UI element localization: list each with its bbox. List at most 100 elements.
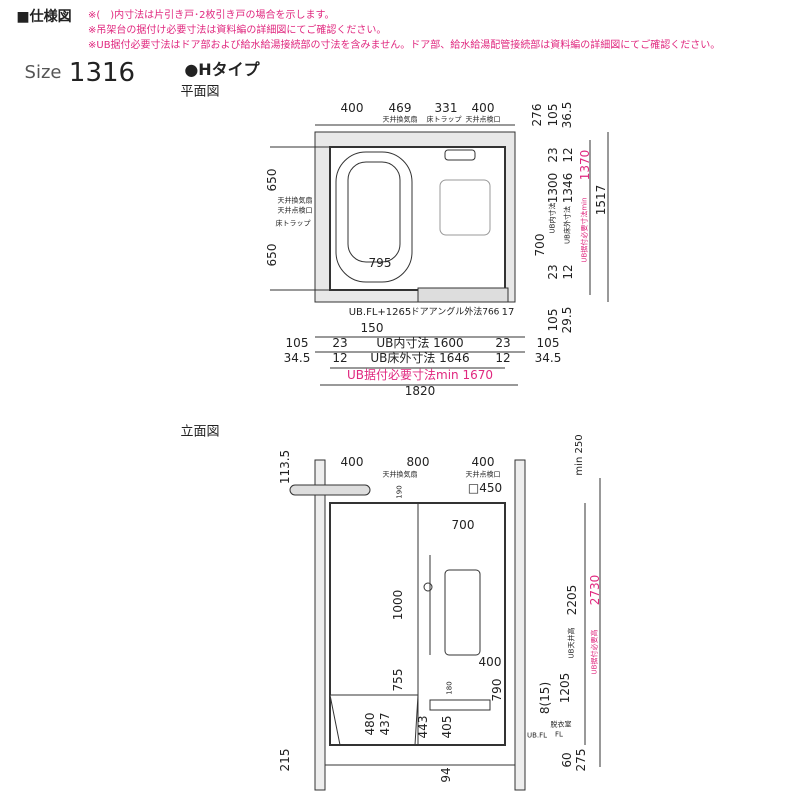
dim: 650 (265, 243, 279, 267)
dim: 1820 (404, 384, 436, 398)
dim: 180 (445, 681, 454, 695)
size-value: 1316 (68, 58, 136, 88)
label: 床トラップ (426, 115, 462, 124)
page-title: ■仕様図 (16, 9, 72, 25)
plan-shelf (444, 149, 476, 161)
dim: 105 (546, 103, 560, 127)
elev-vent-duct (289, 484, 371, 496)
dim: 1346 (561, 172, 575, 204)
dim: 36.5 (560, 101, 574, 129)
label: UB据付必要高 (590, 629, 599, 675)
dim: 105 (285, 336, 309, 350)
note-2: ※吊架台の据付け必要寸法は資料編の詳細図にてご確認ください。 (88, 25, 387, 36)
dim: UB床外寸法 1646 (370, 351, 470, 365)
plan-door (417, 287, 509, 303)
dim: 755 (391, 668, 405, 692)
plan-bathtub (335, 151, 413, 283)
dim: 105 (546, 308, 560, 332)
note-1: ※( )内寸法は片引き戸･2枚引き戸の場合を示します。 (88, 10, 335, 21)
dim: 94 (439, 767, 453, 783)
plan-bathtub-inner (347, 161, 401, 263)
dim: 400 (471, 455, 495, 469)
label: UB内寸法 (548, 202, 557, 234)
dim: 23 (332, 336, 348, 350)
label: FL (555, 730, 563, 739)
dim: 1300 (546, 172, 560, 204)
dim: 795 (368, 256, 392, 270)
dim: 1517 (594, 184, 608, 216)
elevation-title: 立面図 (180, 424, 220, 440)
label: 天井換気扇 (382, 115, 418, 124)
dim: 443 (416, 715, 430, 739)
label: 床トラップ (275, 219, 311, 228)
label: 天井換気扇 (382, 470, 418, 479)
dim: 1370 (578, 149, 592, 181)
dim: 60 (560, 752, 574, 768)
dim: 105 (536, 336, 560, 350)
dim: 12 (561, 147, 575, 163)
dim: 113.5 (278, 449, 292, 485)
elev-shower-head (423, 582, 433, 592)
dim: 400 (340, 101, 364, 115)
dim: 12 (332, 351, 348, 365)
dim: 8(15) (538, 681, 552, 715)
dim: 23 (546, 264, 560, 280)
label: UB.FL (526, 731, 548, 740)
label: ドアアングル外法766 (410, 307, 500, 318)
label: 天井点検口 (465, 470, 501, 479)
label: UB据付必要寸法min (580, 197, 589, 263)
dim: 2730 (588, 574, 602, 606)
dim: 469 (388, 101, 412, 115)
dim: 700 (533, 233, 547, 257)
dim: 34.5 (534, 351, 562, 365)
dim: □450 (467, 481, 503, 495)
note-3: ※UB据付必要寸法はドア部および給水給湯接続部の寸法を含みません。ドア部、給水給… (88, 40, 721, 51)
dim: 437 (378, 712, 392, 736)
dim: UB据付必要寸法min 1670 (347, 368, 493, 382)
dim: 400 (471, 101, 495, 115)
dim: 790 (490, 678, 504, 702)
dim: 650 (265, 168, 279, 192)
dim: min 250 (574, 434, 585, 476)
label: UB.FL+1265 (348, 307, 412, 318)
dim: 23 (495, 336, 511, 350)
elev-wall-left (314, 459, 326, 791)
dim: 23 (546, 147, 560, 163)
label: 天井点検口 (277, 206, 313, 215)
label: 天井点検口 (465, 115, 501, 124)
label: UB床外寸法 (563, 206, 572, 244)
dim: 1205 (558, 672, 572, 704)
dim: 400 (340, 455, 364, 469)
dim: 29.5 (560, 306, 574, 334)
dim: 2205 (565, 584, 579, 616)
label: UB天井高 (567, 627, 576, 659)
dim: 215 (278, 748, 292, 772)
dim: 700 (451, 518, 475, 532)
dim: 17 (501, 307, 515, 318)
dim: 12 (495, 351, 511, 365)
dim: 34.5 (283, 351, 311, 365)
label: 脱衣室 (550, 720, 572, 729)
dim: 480 (363, 712, 377, 736)
elev-mirror (444, 569, 481, 656)
plan-room (329, 146, 506, 291)
plan-title: 平面図 (180, 84, 220, 100)
dim: 12 (561, 264, 575, 280)
elev-counter (429, 699, 491, 711)
label: 天井換気扇 (277, 196, 313, 205)
type-label: ●Hタイプ (184, 60, 260, 79)
elev-wall-right (514, 459, 526, 791)
size-label: Size (24, 62, 62, 83)
dim: UB内寸法 1600 (376, 336, 464, 350)
dim: 275 (574, 748, 588, 772)
dim: 331 (434, 101, 458, 115)
dim: 150 (360, 321, 384, 335)
dim: 405 (440, 715, 454, 739)
dim: 400 (478, 655, 502, 669)
plan-floor-tile (439, 179, 491, 236)
dim: 276 (530, 103, 544, 127)
dim: 1000 (391, 589, 405, 621)
dim: 800 (406, 455, 430, 469)
